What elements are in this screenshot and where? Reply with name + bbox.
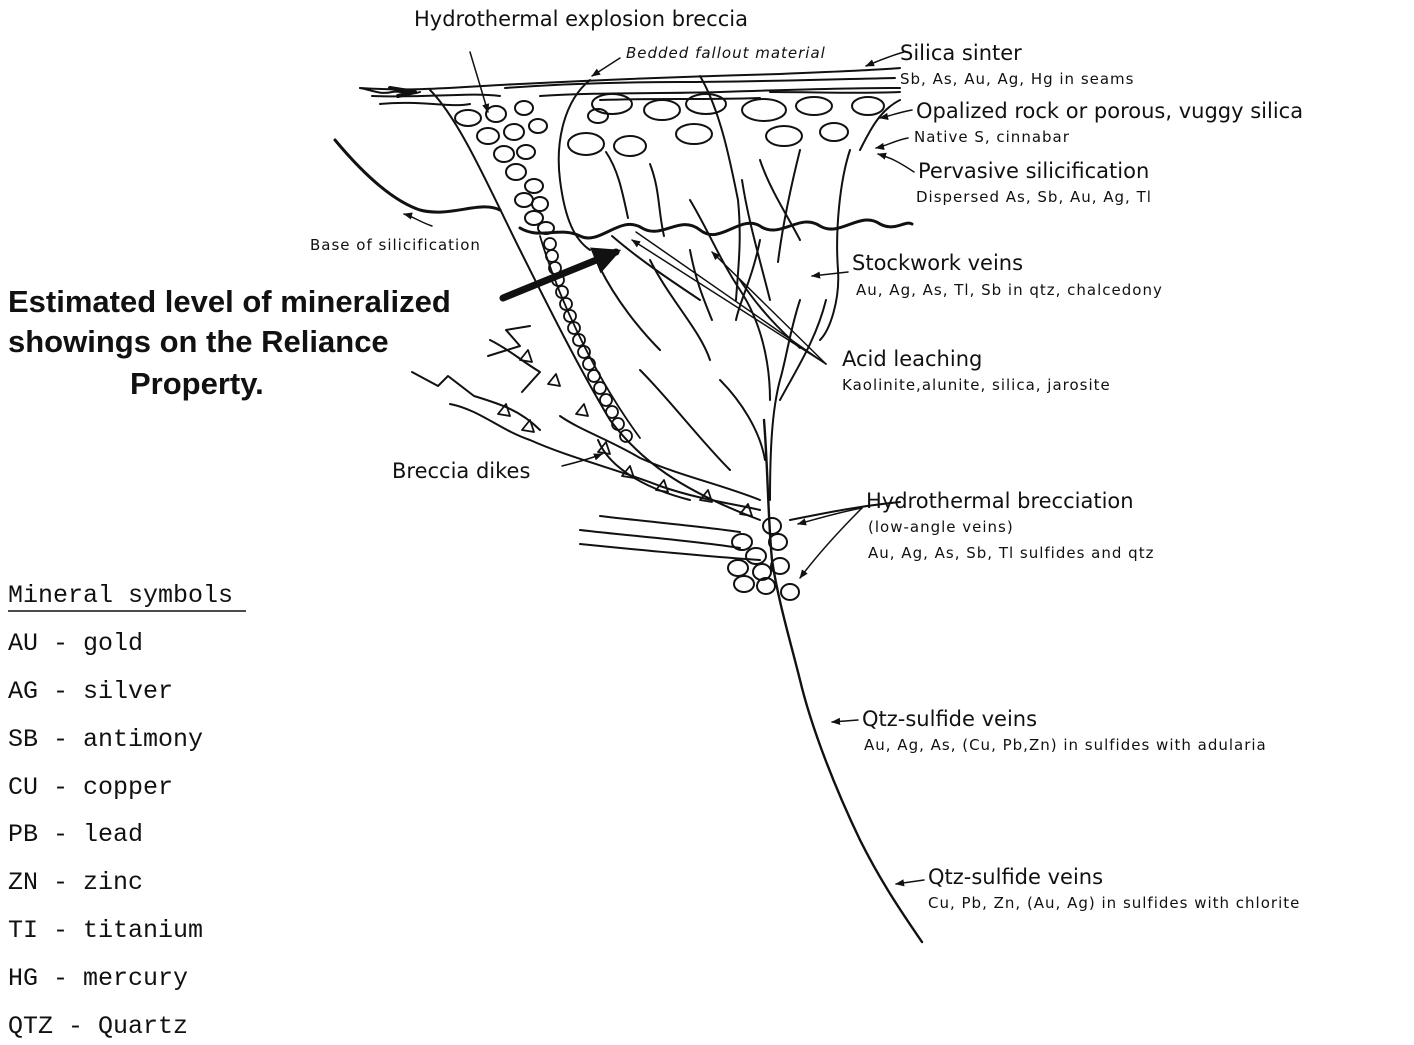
label-breccia-dikes: Breccia dikes [392,459,530,483]
breccia-dikes-drawing [412,326,900,560]
legend-item: AU - gold [8,629,143,658]
label-silica-sinter: Silica sinter [900,41,1022,65]
legend-item: PB - lead [8,820,143,849]
label-qtz-sulfide-veins-1-sub: Au, Ag, As, (Cu, Pb,Zn) in sulfides with… [864,736,1267,754]
label-stockwork-veins-sub: Au, Ag, As, Tl, Sb in qtz, chalcedony [856,281,1163,299]
callout-line-1: Estimated level of mineralized [8,284,451,319]
legend-item: TI - titanium [8,916,203,945]
explosion-breccia-clasts [455,101,554,234]
legend-item: CU - copper [8,773,173,802]
label-pervasive-silicification: Pervasive silicification [918,159,1149,183]
label-hydrothermal-brecciation: Hydrothermal brecciation [866,489,1134,513]
mineralization-callout: Estimated level of mineralized showings … [8,284,451,401]
geologic-drawing [335,68,922,942]
legend-item: SB - antimony [8,725,203,754]
legend-item: QTZ - Quartz [8,1012,188,1040]
callout-line-2: showings on the Reliance [8,324,389,359]
mineral-symbols-legend: Mineral symbols AU - gold AG - silver SB… [8,581,246,1040]
legend-item: AG - silver [8,677,173,706]
label-silica-sinter-sub: Sb, As, Au, Ag, Hg in seams [900,70,1135,88]
label-hydrothermal-brecciation-sub2: Au, Ag, As, Sb, Tl sulfides and qtz [868,544,1154,562]
breccia-pipe [540,236,640,442]
stockwork-veins-drawing [600,76,826,500]
label-qtz-sulfide-veins-2-sub: Cu, Pb, Zn, (Au, Ag) in sulfides with ch… [928,894,1300,912]
callout-line-3: Property. [130,366,264,401]
label-qtz-sulfide-veins-2: Qtz-sulfide veins [928,865,1103,889]
label-opalized-rock: Opalized rock or porous, vuggy silica [916,99,1303,123]
label-stockwork-veins: Stockwork veins [852,251,1023,275]
label-acid-leaching-sub: Kaolinite,alunite, silica, jarosite [842,376,1111,394]
label-bedded-fallout: Bedded fallout material [626,44,826,62]
diagram-labels: Hydrothermal explosion breccia Bedded fa… [310,7,1303,912]
label-hydrothermal-brecciation-sub1: (low-angle veins) [868,518,1014,536]
label-hydrothermal-explosion-breccia: Hydrothermal explosion breccia [414,7,748,31]
label-base-of-silicification: Base of silicification [310,236,481,254]
label-pervasive-silicification-sub: Dispersed As, Sb, Au, Ag, Tl [916,188,1152,206]
label-qtz-sulfide-veins-1: Qtz-sulfide veins [862,707,1037,731]
legend-title: Mineral symbols [8,581,233,610]
label-opalized-rock-sub: Native S, cinnabar [914,128,1070,146]
legend-item: HG - mercury [8,964,188,993]
label-acid-leaching: Acid leaching [842,347,982,371]
legend-item: ZN - zinc [8,868,143,897]
